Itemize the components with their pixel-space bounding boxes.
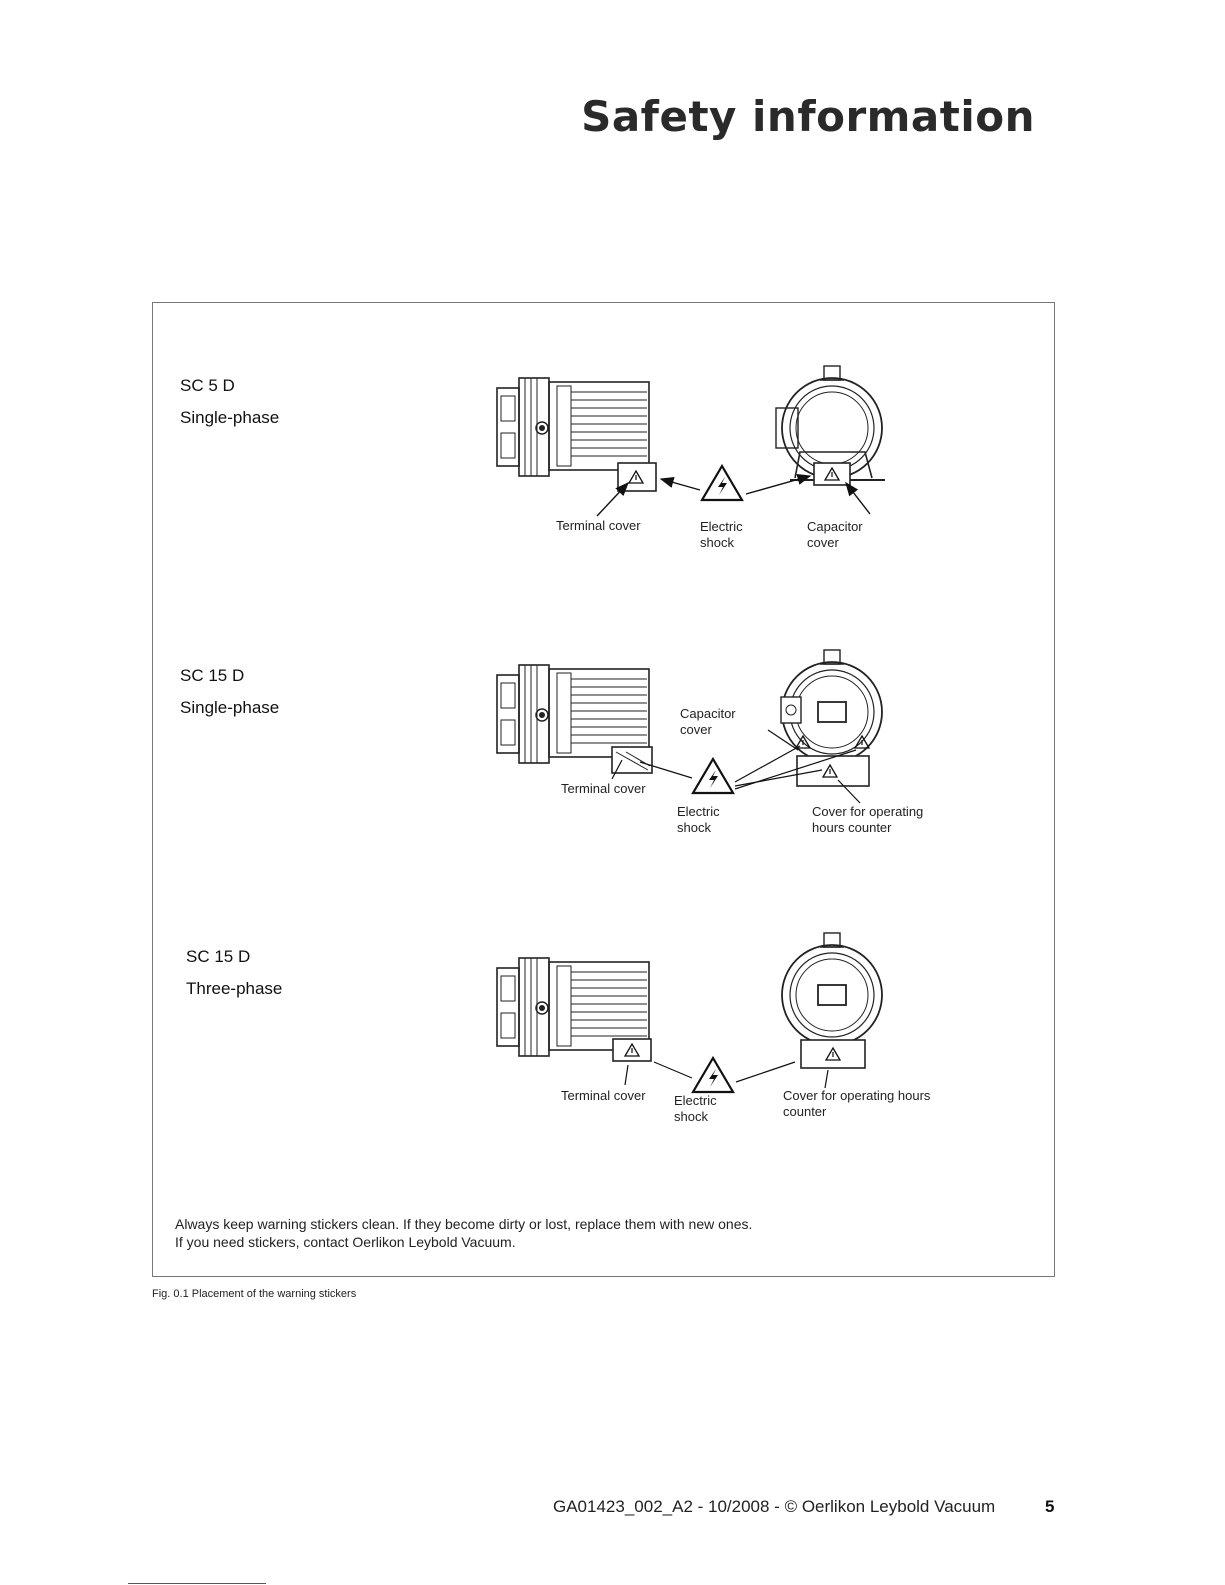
hours-counter-cover-label: Cover for operating hours counter <box>812 804 924 835</box>
model-name: SC 15 D <box>180 666 245 685</box>
note-line: Always keep warning stickers clean. If t… <box>175 1216 753 1232</box>
footer-text: GA01423_002_A2 - 10/2008 - © Oerlikon Le… <box>553 1497 996 1516</box>
section-3-model: SC 15 D Three-phase <box>186 941 282 1005</box>
phase-label: Single-phase <box>180 698 280 717</box>
divider <box>128 1583 266 1584</box>
electric-shock-label: Electric shock <box>700 519 743 550</box>
terminal-cover-label: Terminal cover <box>561 781 646 796</box>
page-title: Safety information <box>581 92 1035 141</box>
electric-shock-label: Electric shock <box>674 1093 717 1124</box>
capacitor-cover-label: Capacitor cover <box>807 519 863 550</box>
electric-shock-label: Electric shock <box>677 804 720 835</box>
hours-counter-cover-label: Cover for operating hours counter <box>783 1088 931 1119</box>
section-1-model: SC 5 D Single-phase <box>180 370 279 434</box>
model-name: SC 15 D <box>186 947 251 966</box>
page-number: 5 <box>1045 1497 1055 1516</box>
note-line: If you need stickers, contact Oerlikon L… <box>175 1234 516 1250</box>
sticker-note: Always keep warning stickers clean. If t… <box>175 1215 752 1251</box>
phase-label: Three-phase <box>186 979 283 998</box>
section-2-model: SC 15 D Single-phase <box>180 660 279 724</box>
phase-label: Single-phase <box>180 408 280 427</box>
figure-caption: Fig. 0.1 Placement of the warning sticke… <box>152 1288 357 1300</box>
terminal-cover-label: Terminal cover <box>556 518 641 533</box>
terminal-cover-label: Terminal cover <box>561 1088 646 1103</box>
figure-frame <box>152 302 1055 1277</box>
capacitor-cover-label: Capacitor cover <box>680 706 736 737</box>
model-name: SC 5 D <box>180 376 235 395</box>
